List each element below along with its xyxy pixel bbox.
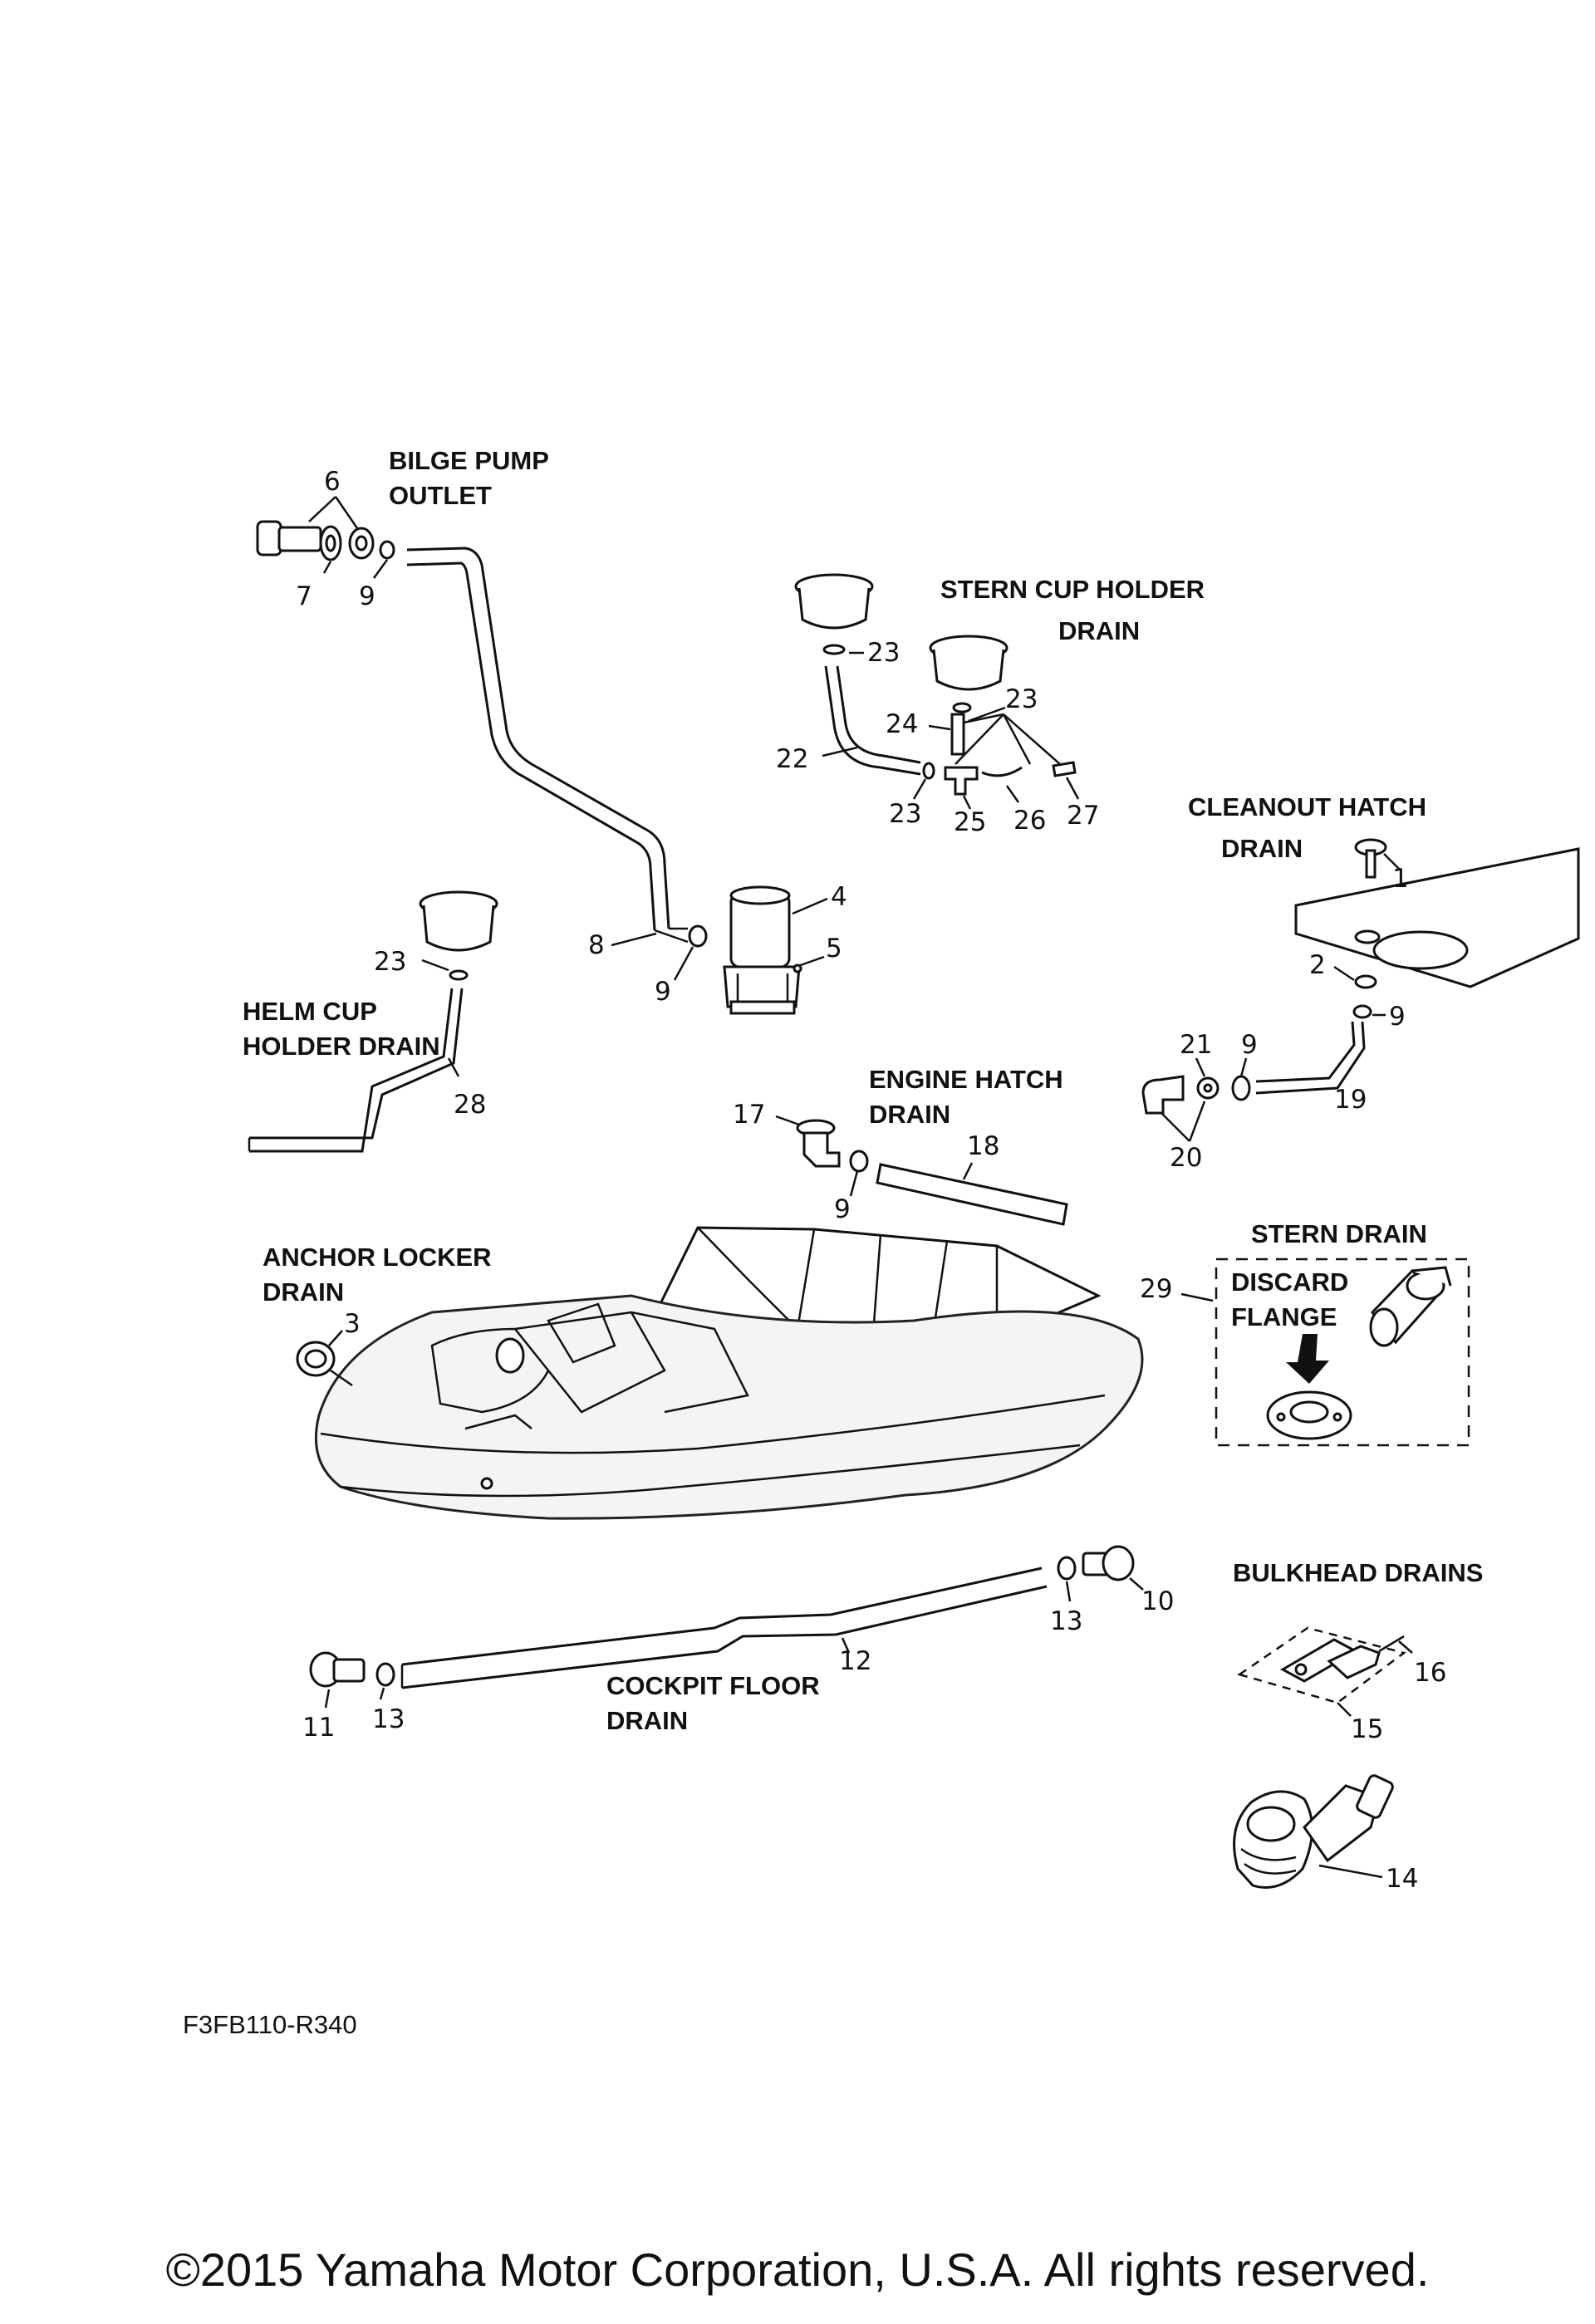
discard-arrow-icon — [1286, 1334, 1329, 1384]
anchor-locker-label-1: ANCHOR LOCKER — [263, 1243, 492, 1272]
boat-hull — [314, 1226, 1144, 1520]
cleanout-hatch-drain-group: CLEANOUT HATCH DRAIN 1 2 9 19 9 21 20 — [1141, 792, 1580, 1173]
part-number-15: 15 — [1351, 1714, 1383, 1744]
part-number-3: 3 — [344, 1309, 361, 1339]
stern-drain-label: STERN DRAIN — [1251, 1219, 1427, 1248]
part-number-24: 24 — [886, 709, 918, 739]
part-number-14: 14 — [1386, 1864, 1418, 1894]
anchor-locker-drain-group: ANCHOR LOCKER DRAIN 3 — [263, 1243, 492, 1387]
stern-drain-box — [1215, 1258, 1470, 1447]
cockpit-floor-label-1: COCKPIT FLOOR — [606, 1671, 820, 1700]
stern-cup-holder-label-2: DRAIN — [1058, 616, 1140, 645]
part-number-9e: 9 — [834, 1194, 851, 1224]
part-number-8: 8 — [588, 930, 605, 960]
part-number-26: 26 — [1013, 806, 1046, 836]
part-number-1: 1 — [1392, 864, 1409, 894]
helm-cup-label-1: HELM CUP — [243, 997, 377, 1026]
part-number-23b: 23 — [1005, 684, 1038, 714]
part-number-7: 7 — [296, 581, 312, 611]
part-number-2: 2 — [1309, 950, 1326, 980]
diagram-code: F3FB110-R340 — [183, 2010, 357, 2039]
cleanout-hatch-label-2: DRAIN — [1221, 834, 1303, 863]
part-number-20: 20 — [1170, 1143, 1202, 1173]
cockpit-floor-drain-group: COCKPIT FLOOR DRAIN 12 13 11 13 10 — [302, 1545, 1174, 1743]
anchor-locker-label-2: DRAIN — [263, 1277, 344, 1307]
copyright-notice: ©2015 Yamaha Motor Corporation, U.S.A. A… — [166, 2243, 1430, 2296]
part-number-22: 22 — [776, 744, 808, 774]
part-number-13b: 13 — [1050, 1606, 1082, 1636]
part-number-12: 12 — [839, 1646, 871, 1676]
part-number-27: 27 — [1067, 801, 1099, 831]
part-number-5: 5 — [826, 934, 842, 963]
part-number-4: 4 — [831, 882, 847, 912]
discard-flange-label-1: DISCARD — [1231, 1267, 1348, 1297]
bilge-outlet-fitting — [256, 520, 395, 561]
part-number-16: 16 — [1414, 1658, 1446, 1688]
part-number-23a: 23 — [867, 638, 900, 668]
part-number-23e: 23 — [374, 947, 406, 977]
part-number-25: 25 — [954, 807, 986, 837]
part-number-17: 17 — [733, 1100, 765, 1130]
bulkhead-drain-box — [1237, 1626, 1406, 1704]
bilge-pump-outlet-label-2: OUTLET — [389, 481, 492, 510]
helm-cup-holder-drain-group: HELM CUP HOLDER DRAIN 23 28 — [243, 890, 498, 1153]
part-number-11: 11 — [302, 1713, 335, 1743]
bulkhead-drains-label: BULKHEAD DRAINS — [1233, 1558, 1483, 1587]
part-number-23c: 23 — [889, 799, 921, 829]
part-number-9d: 9 — [1241, 1030, 1258, 1060]
part-number-19: 19 — [1334, 1085, 1367, 1115]
bilge-pump-outlet-label-1: BILGE PUMP — [389, 446, 549, 475]
part-number-9b: 9 — [655, 977, 671, 1007]
cockpit-floor-label-2: DRAIN — [606, 1706, 688, 1735]
part-number-9: 9 — [359, 581, 375, 611]
part-number-29: 29 — [1140, 1274, 1172, 1304]
stern-cup-holder-label-1: STERN CUP HOLDER — [940, 575, 1205, 604]
part-number-6: 6 — [324, 467, 341, 497]
bilge-hose — [406, 547, 670, 929]
discard-flange-label-2: FLANGE — [1231, 1302, 1337, 1331]
stern-cup-holder-drain-group: STERN CUP HOLDER DRAIN 23 23 22 23 24 25… — [776, 573, 1205, 837]
part-number-10: 10 — [1141, 1586, 1174, 1616]
engine-hatch-drain-group: ENGINE HATCH DRAIN 17 9 18 — [733, 1065, 1068, 1226]
engine-hatch-label-1: ENGINE HATCH — [869, 1065, 1063, 1094]
engine-hatch-label-2: DRAIN — [869, 1100, 950, 1129]
cleanout-hatch-label-1: CLEANOUT HATCH — [1188, 792, 1426, 821]
bilge-pump — [723, 885, 801, 1015]
stern-drain-group: STERN DRAIN DISCARD FLANGE 29 — [1140, 1219, 1470, 1447]
helm-cup-label-2: HOLDER DRAIN — [243, 1032, 440, 1061]
part-number-28: 28 — [454, 1090, 486, 1120]
bilge-pump-outlet-group: BILGE PUMP OUTLET 6 7 9 8 9 — [256, 446, 847, 1015]
part-number-21: 21 — [1180, 1030, 1212, 1060]
part-number-9c: 9 — [1389, 1002, 1406, 1032]
drain-plug-14 — [1233, 1774, 1394, 1889]
part-number-13a: 13 — [372, 1704, 405, 1734]
part-number-18: 18 — [967, 1131, 999, 1161]
bulkhead-drains-group: BULKHEAD DRAINS 16 15 14 — [1233, 1558, 1483, 1894]
